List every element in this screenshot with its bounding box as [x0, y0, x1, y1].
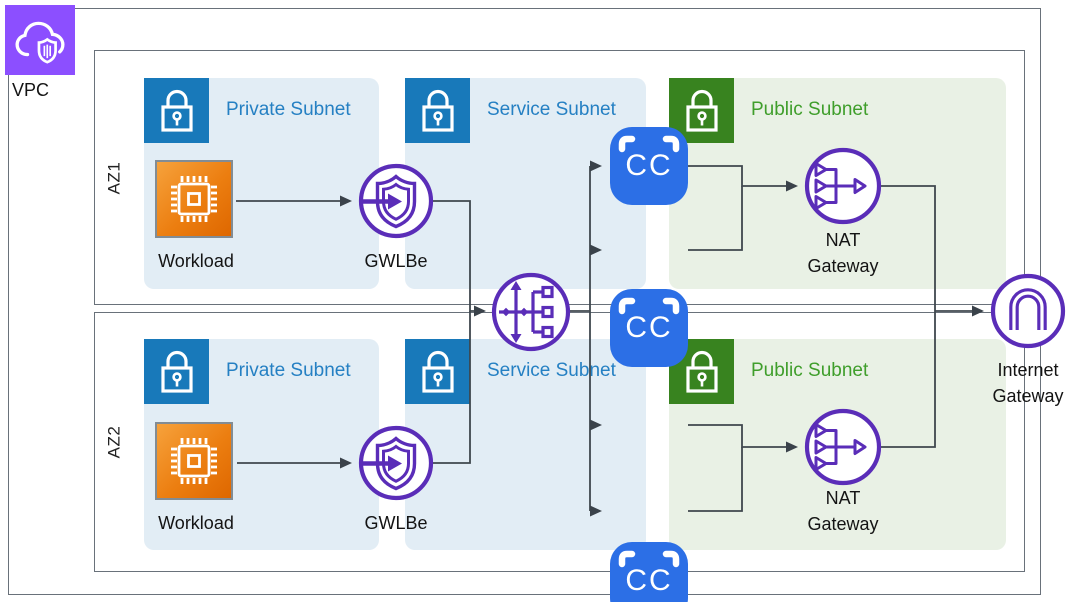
cpu-chip-icon: [171, 176, 217, 222]
workload-icon: [155, 422, 233, 500]
az1-label: AZ1: [104, 161, 123, 194]
private-subnet-lock-icon: [144, 78, 209, 143]
service-subnet-lock-icon: [405, 78, 470, 143]
service-subnet-title: Service Subnet: [487, 360, 616, 381]
private-subnet-lock-icon: [144, 339, 209, 404]
vpc-label: VPC: [12, 80, 50, 100]
public-subnet-title: Public Subnet: [751, 360, 869, 381]
private-subnet-title: Private Subnet: [226, 360, 351, 381]
cc-label: CC: [625, 149, 673, 182]
gwlbe-label: GWLBe: [364, 251, 428, 271]
gwlbe-icon: [358, 425, 434, 501]
public-subnet-title: Public Subnet: [751, 99, 869, 120]
cc-label: CC: [625, 311, 673, 344]
workload-label: Workload: [158, 251, 234, 271]
cc-label: CC: [625, 564, 673, 597]
workload-label: Workload: [158, 513, 234, 533]
az2-label: AZ2: [104, 425, 123, 459]
gwlbe-label: GWLBe: [364, 513, 428, 533]
cloud-connector-icon: CC: [610, 289, 688, 367]
nat-gateway-icon: [804, 147, 882, 225]
internet-gateway-label: Internet Gateway: [992, 360, 1064, 406]
workload-icon: [155, 160, 233, 238]
gateway-load-balancer-icon: [491, 272, 571, 352]
gwlbe-icon: [358, 163, 434, 239]
cloud-connector-icon: CC: [610, 542, 688, 602]
cpu-chip-icon: [171, 438, 217, 484]
vpc-icon: [5, 5, 75, 75]
nat-gateway-icon: [804, 408, 882, 486]
cloud-connector-icon: CC: [610, 127, 688, 205]
service-subnet-lock-icon: [405, 339, 470, 404]
nat-gateway-label: NAT Gateway: [807, 488, 879, 534]
private-subnet-title: Private Subnet: [226, 99, 351, 120]
nat-gateway-label: NAT Gateway: [807, 230, 879, 276]
service-subnet-title: Service Subnet: [487, 99, 616, 120]
internet-gateway-icon: [990, 273, 1066, 349]
az2-private-subnet: Private Subnet: [144, 339, 379, 550]
